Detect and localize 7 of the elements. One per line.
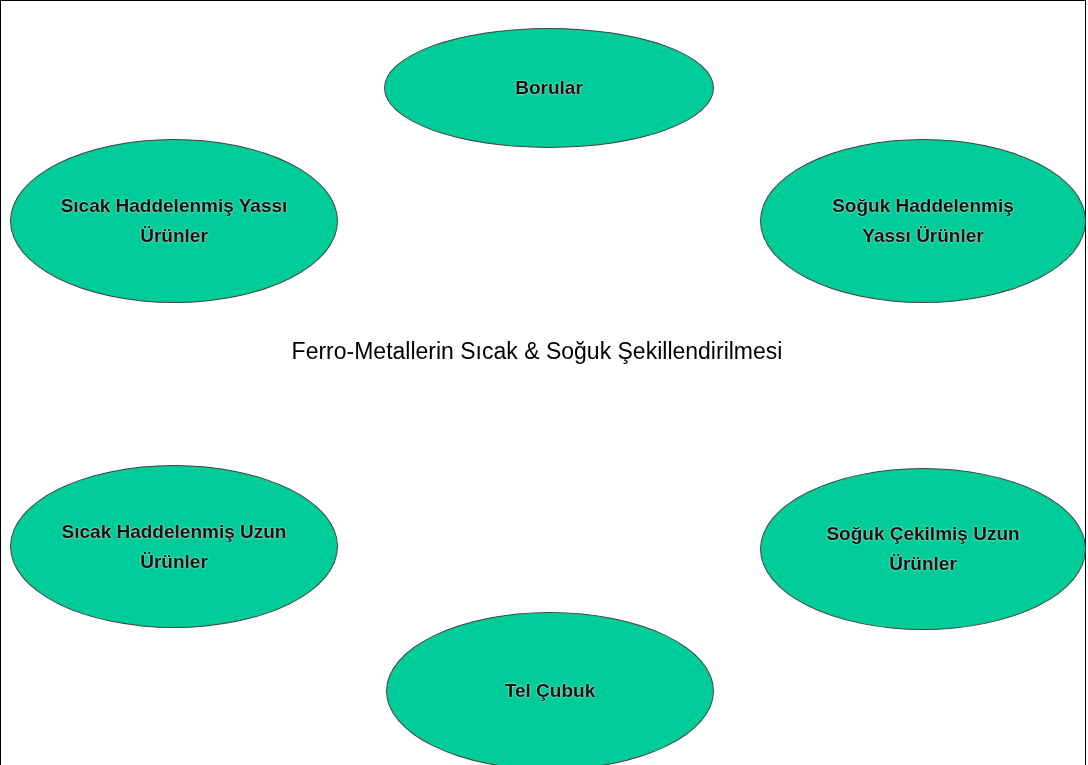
center-title: Ferro-Metallerin Sıcak & Soğuk Şekillendirilmesi [290, 337, 784, 366]
product-label: Soğuk Haddelenmiş Yassı Ürünler [831, 194, 1015, 248]
product-label: Tel Çubuk [503, 679, 597, 703]
product-label: Sıcak Haddelenmiş Yassı Ürünler [59, 194, 289, 248]
product-label: Sıcak Haddelenmiş Uzun Ürünler [60, 519, 288, 574]
product-label: Soğuk Çekilmiş Uzun Ürünler [825, 522, 1021, 576]
product-label: Borular [514, 76, 584, 100]
